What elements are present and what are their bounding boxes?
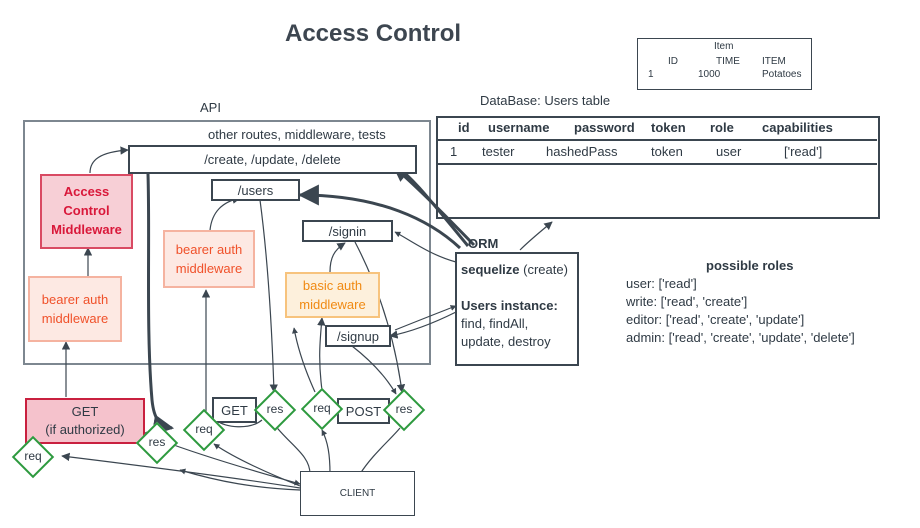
api-top-text: other routes, middleware, tests xyxy=(208,127,386,142)
bearer-auth-left-label: bearer auth middleware xyxy=(41,291,109,327)
bearer-auth-mid-label: bearer auth middleware xyxy=(175,241,243,277)
route-users: /users xyxy=(211,179,300,201)
sequelize-line: sequelize (create) xyxy=(461,262,568,277)
role-editor: editor: ['read', 'create', 'update'] xyxy=(626,312,805,327)
users-instance-label: Users instance: xyxy=(461,298,558,313)
users-cell-id: 1 xyxy=(450,144,458,159)
res-label-right: res xyxy=(395,402,413,416)
access-control-label: Access Control Middleware xyxy=(51,184,122,237)
item-header-id: ID xyxy=(668,56,678,67)
users-header-id: id xyxy=(458,120,470,135)
users-header-username: username xyxy=(488,120,550,135)
users-cell-role: user xyxy=(716,144,742,159)
roles-title: possible roles xyxy=(706,258,794,273)
api-label: API xyxy=(200,100,221,115)
role-write: write: ['read', 'create'] xyxy=(626,294,748,309)
users-table-header-divider xyxy=(438,139,877,141)
post-request-box: POST xyxy=(337,398,390,424)
orm-methods-1: find, findAll, xyxy=(461,316,529,331)
item-table-title: Item xyxy=(714,41,734,52)
get-authorized-label: GET xyxy=(71,403,99,419)
item-table-box: Item ID TIME ITEM 1 1000 Potatoes xyxy=(637,38,812,90)
route-signup: /signup xyxy=(325,325,391,347)
bearer-auth-left-box: bearer auth middleware xyxy=(28,276,122,342)
item-header-time: TIME xyxy=(716,56,740,67)
users-table-row-divider xyxy=(438,163,877,165)
route-crud: /create, /update, /delete xyxy=(128,145,417,174)
database-label: DataBase: Users table xyxy=(480,93,611,108)
users-header-role: role xyxy=(710,120,734,135)
orm-label: ORM xyxy=(468,236,499,251)
client-box: CLIENT xyxy=(300,471,415,516)
get-authorized-condition: (if authorized) xyxy=(45,422,125,437)
route-signin: /signin xyxy=(302,220,393,242)
req-label-mid: req xyxy=(195,422,213,436)
users-cell-token: token xyxy=(651,144,683,159)
basic-auth-label: basic auth middleware xyxy=(299,277,366,313)
orm-box: sequelize (create) Users instance: find,… xyxy=(455,252,579,366)
item-cell-id: 1 xyxy=(648,69,654,80)
users-cell-password: hashedPass xyxy=(546,144,618,159)
item-header-item: ITEM xyxy=(762,56,786,67)
sequelize-create: (create) xyxy=(519,262,568,277)
req-label-left: req xyxy=(24,449,42,463)
users-header-token: token xyxy=(651,120,686,135)
sequelize-label: sequelize xyxy=(461,262,520,277)
users-table: id username password token role capabili… xyxy=(436,116,880,219)
item-cell-time: 1000 xyxy=(698,69,721,80)
access-control-middleware: Access Control Middleware xyxy=(40,174,133,249)
get-authorized-box: GET (if authorized) xyxy=(25,398,145,444)
users-header-password: password xyxy=(574,120,635,135)
req-label-right: req xyxy=(313,401,331,415)
users-cell-capabilities: ['read'] xyxy=(784,144,823,159)
res-label-mid: res xyxy=(266,402,284,416)
res-label-left: res xyxy=(148,435,166,449)
page-title: Access Control xyxy=(285,20,462,47)
orm-methods-2: update, destroy xyxy=(461,334,551,349)
item-cell-item: Potatoes xyxy=(762,69,802,80)
role-admin: admin: ['read', 'create', 'update', 'del… xyxy=(626,330,855,345)
basic-auth-box: basic auth middleware xyxy=(285,272,380,318)
users-cell-username: tester xyxy=(482,144,515,159)
role-user: user: ['read'] xyxy=(626,276,697,291)
users-header-capabilities: capabilities xyxy=(762,120,833,135)
bearer-auth-mid-box: bearer auth middleware xyxy=(163,230,255,288)
get-request-box: GET xyxy=(212,397,257,423)
